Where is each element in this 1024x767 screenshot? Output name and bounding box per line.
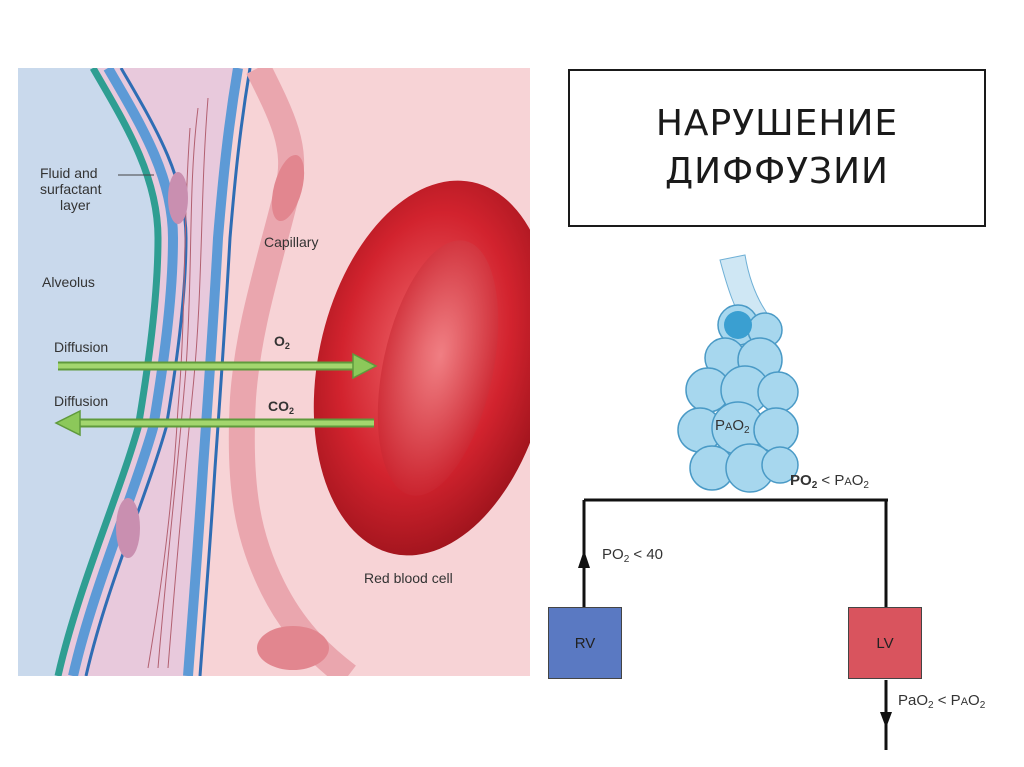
po2-lt-pao2-label: PO2 < PAO2: [790, 472, 869, 491]
down-arrow: [880, 712, 892, 728]
right-ventricle-box: RV: [548, 607, 622, 679]
left-ventricle-box: LV: [848, 607, 922, 679]
alveolus-region: [18, 68, 158, 676]
shunt-diagram-graphic: [578, 254, 892, 750]
capillary-label: Capillary: [264, 234, 319, 250]
alveolus-label: Alveolus: [42, 274, 95, 290]
po2-lt-40-label: PO2 < 40: [602, 546, 664, 565]
nucleus: [168, 172, 188, 224]
fluid-label: Fluid and surfactant layer: [40, 165, 102, 213]
endothelial-nucleus: [257, 626, 329, 670]
red-blood-cell-label: Red blood cell: [364, 570, 453, 586]
surfactant-layer: [54, 68, 162, 676]
illustration-graphic: [18, 68, 530, 676]
title-line-2: ДИФФУЗИИ: [665, 151, 889, 192]
epithelium-border: [84, 68, 188, 676]
alveolar-epithelium: [68, 68, 179, 676]
o2-arrow-head: [352, 352, 378, 380]
up-arrow: [578, 550, 590, 568]
alveolar-pao2-label: PAO2: [715, 417, 750, 436]
diffusion-co2-label: Diffusion: [54, 393, 109, 409]
co2-label: CO2: [268, 398, 295, 416]
alveoli-cluster: [677, 304, 799, 493]
title-box: НАРУШЕНИЕ ДИФФУЗИИ: [568, 69, 986, 227]
nucleus: [116, 498, 140, 558]
shunt-diagram: PAO2 PO2 < PAO2 PO2 < 40 RV LV PaO2 < PA…: [540, 250, 1024, 760]
endothelial-nucleus: [271, 154, 305, 222]
o2-label: O2: [274, 333, 290, 351]
co2-arrow-head: [54, 409, 81, 437]
pao2-lt-pao2-label: PaO2 < PAO2: [898, 692, 986, 711]
title-line-1: НАРУШЕНИЕ: [655, 103, 899, 144]
alveolar-capillary-illustration: Fluid and surfactant layer Alveolus Capi…: [18, 68, 530, 676]
interstitium-region: [58, 68, 233, 676]
diffusion-o2-label: Diffusion: [54, 339, 109, 355]
